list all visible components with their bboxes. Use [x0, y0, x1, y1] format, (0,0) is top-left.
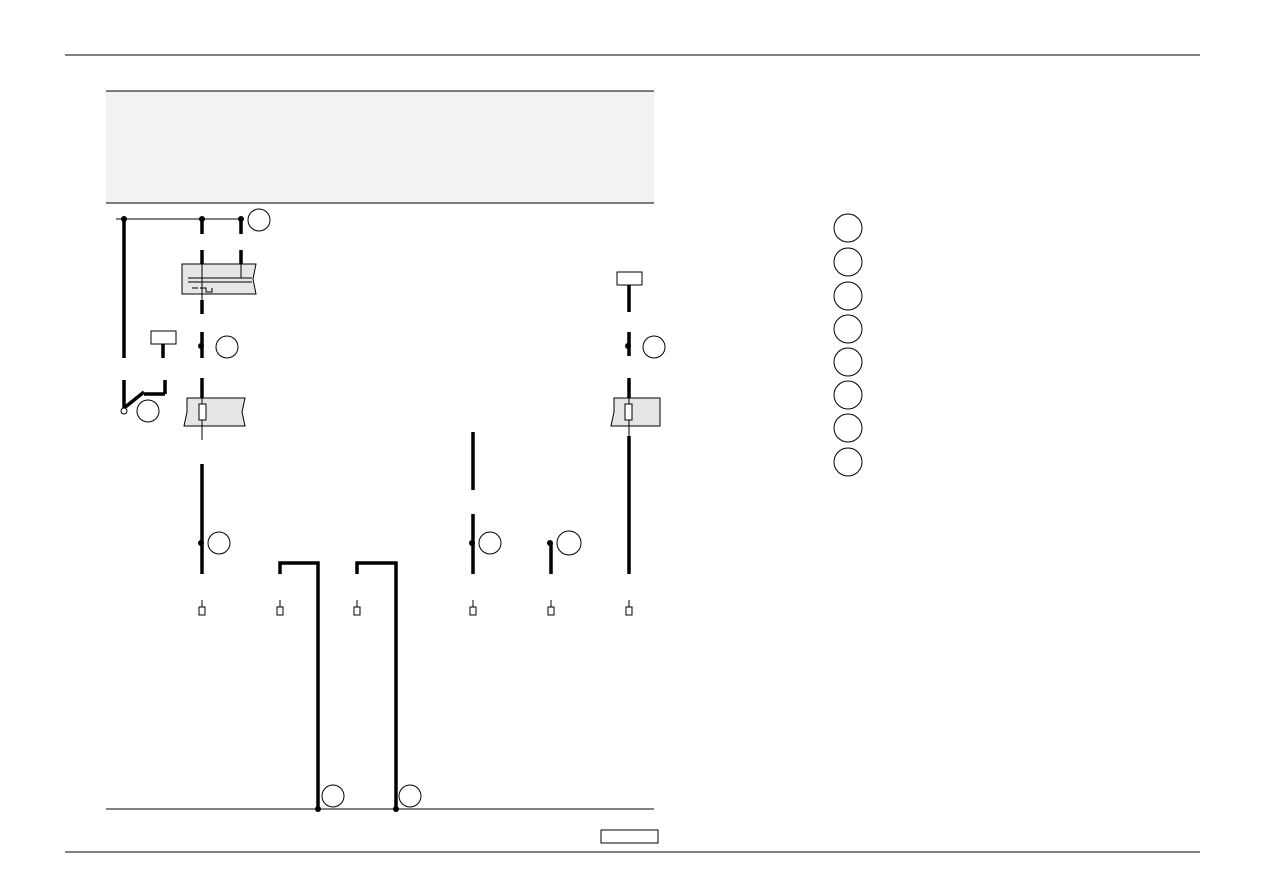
junction-node — [198, 540, 204, 546]
reference-circle — [136, 399, 160, 423]
legend-circle — [833, 380, 863, 410]
fuse-component — [183, 397, 246, 427]
legend-circle — [833, 347, 863, 377]
legend-circle — [833, 247, 863, 277]
reference-circle — [321, 784, 345, 808]
reference-circle — [642, 335, 666, 359]
reference-circle — [247, 208, 271, 232]
relay-coil — [192, 287, 213, 293]
reference-circle — [478, 531, 502, 555]
reference-circle — [215, 335, 239, 359]
header-panel — [106, 91, 654, 203]
legend-circle — [833, 281, 863, 311]
legend-circle — [833, 213, 863, 243]
fuse-component — [610, 397, 661, 427]
terminal-row — [198, 600, 633, 616]
junction-node — [198, 343, 204, 349]
relay-component — [181, 263, 257, 295]
junction-node — [625, 343, 631, 349]
junction-node — [469, 540, 475, 546]
legend-circle — [833, 413, 863, 443]
switch-contact — [120, 407, 128, 415]
connector-box — [150, 330, 177, 345]
legend — [833, 213, 863, 477]
legend-circle — [833, 314, 863, 344]
reference-circle — [556, 530, 582, 556]
junction-node — [393, 806, 399, 812]
wire — [355, 561, 398, 809]
switch-lever — [122, 390, 146, 410]
reference-circle — [207, 531, 231, 555]
junction-node — [315, 806, 321, 812]
wire — [278, 561, 320, 809]
connector-box — [616, 271, 643, 286]
junction-node — [547, 540, 553, 546]
legend-circle — [833, 447, 863, 477]
reference-code-box — [600, 829, 659, 844]
fuse-element — [624, 403, 633, 421]
fuse-element — [198, 403, 207, 421]
reference-circle — [398, 784, 422, 808]
